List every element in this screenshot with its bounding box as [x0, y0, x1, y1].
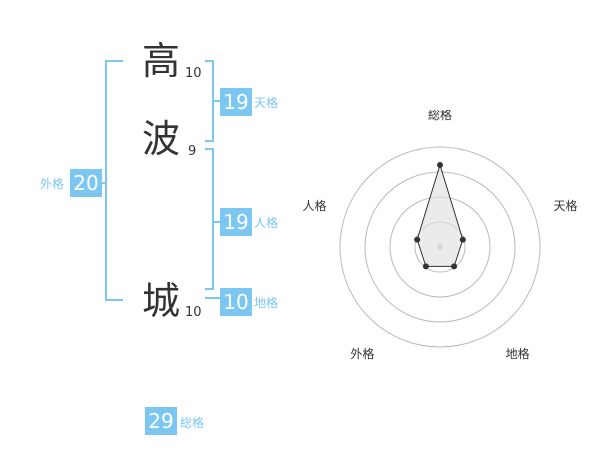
chikaku-label: 地格: [254, 296, 279, 310]
chikaku-value-badge: 10: [220, 288, 252, 316]
tenkaku-value-badge: 19: [220, 88, 252, 116]
gaikaku-value-badge: 20: [70, 169, 102, 197]
character-1-strokes: 10: [185, 66, 202, 81]
radar-series-polygon: [416, 163, 464, 267]
radar-axis-label-4: 人格: [302, 198, 326, 213]
radar-point-2: [451, 263, 458, 270]
character-2: 波: [142, 117, 181, 161]
character-2-strokes: 9: [188, 144, 197, 159]
radar-axis-label-1: 天格: [554, 198, 578, 213]
radar-point-0: [437, 162, 443, 168]
chikaku-connector: [205, 297, 220, 299]
character-3-strokes: 10: [185, 305, 202, 320]
jinkaku-value-badge: 19: [220, 208, 252, 236]
jinkaku-connector: [214, 221, 220, 223]
radar-axis-label-2: 地格: [506, 346, 530, 361]
radar-point-4: [414, 236, 421, 243]
gaikaku-connector: [98, 182, 107, 184]
tenkaku-label: 天格: [254, 96, 279, 110]
radar-axis-label-3: 外格: [350, 346, 374, 361]
radar-ring-4: [339, 146, 541, 348]
radar-point-1: [459, 236, 466, 243]
character-1: 高: [142, 39, 181, 83]
radar-point-3: [422, 263, 429, 270]
soukaku-value-badge: 29: [145, 407, 177, 435]
gaikaku-label: 外格: [40, 177, 65, 191]
tenkaku-bracket: [205, 60, 214, 142]
soukaku-label: 総格: [180, 416, 205, 430]
radar-axis-label-0: 総格: [428, 110, 452, 122]
jinkaku-bracket: [205, 148, 214, 290]
character-3: 城: [142, 279, 181, 323]
gaikaku-bracket: [105, 60, 123, 301]
tenkaku-connector: [214, 100, 220, 102]
jinkaku-label: 人格: [254, 216, 279, 230]
radar-series-points: [414, 162, 466, 270]
